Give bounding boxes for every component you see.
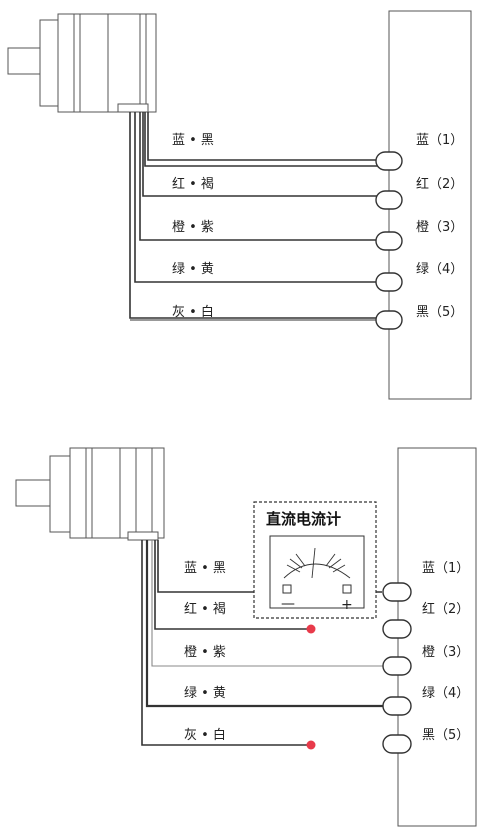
connectors-top (375, 151, 403, 330)
terminal-block-bottom (397, 447, 477, 827)
wire-label-bottom-4: 绿 • 黄 (184, 686, 226, 701)
wire-label-bottom-5: 灰 • 白 (184, 727, 226, 743)
wire-label-bottom-3: 橙 • 紫 (184, 645, 226, 660)
ammeter-terminal-plus (342, 584, 352, 594)
connector-4-top (375, 272, 403, 292)
wire-blue-black-bottom (157, 540, 286, 593)
terminal-label-top-5: 黑（5） (416, 305, 463, 320)
wire-label-top-2: 红 • 褐 (172, 176, 214, 192)
wire-gray-white-bottom (141, 540, 310, 746)
wire-green-yellow-bottom (145, 540, 384, 708)
terminal-label-bottom-2: 红（2） (422, 601, 469, 617)
wire-red-brown-bottom (154, 540, 310, 630)
terminal-label-bottom-1: 蓝（1） (422, 561, 469, 576)
connector-3-bottom (382, 656, 412, 676)
connector-5-bottom (382, 734, 412, 754)
wire-label-top-5: 灰 • 白 (172, 304, 214, 320)
ammeter-plus-symbol: + (341, 597, 353, 613)
wire-label-top-4: 绿 • 黄 (172, 262, 214, 277)
wire-green-yellow-top (134, 112, 378, 283)
terminal-label-top-2: 红（2） (416, 176, 463, 192)
connector-3-top (375, 231, 403, 251)
wire-label-bottom-2: 红 • 褐 (184, 601, 226, 617)
wire-label-bottom-1: 蓝 • 黑 (184, 561, 226, 576)
probe-tip-1 (306, 624, 316, 634)
dc-ammeter: 直流电流计 — + (253, 501, 377, 619)
probe-tip-2 (306, 740, 316, 750)
connectors-bottom (382, 582, 412, 754)
wires-top (129, 112, 378, 321)
terminal-label-top-3: 橙（3） (416, 220, 463, 235)
wire-orange-purple-top (139, 112, 378, 241)
connector-2-bottom (382, 619, 412, 639)
wire-label-top-1: 蓝 • 黑 (172, 133, 214, 148)
connector-2-top (375, 190, 403, 210)
wire-red-brown-top (142, 112, 378, 197)
bottom-diagram: 直流电流计 — + 蓝 • 黑 红 • 褐 橙 • 紫 绿 • 黄 灰 (15, 447, 477, 827)
wire-label-top-3: 橙 • 紫 (172, 220, 214, 235)
connector-1-bottom (382, 582, 412, 602)
ammeter-terminal-minus (282, 584, 292, 594)
top-diagram: 蓝 • 黑 红 • 褐 橙 • 紫 绿 • 黄 灰 • 白 蓝（1） 红（2） … (7, 10, 472, 400)
terminal-label-bottom-5: 黑（5） (422, 728, 469, 743)
connector-4-bottom (382, 696, 412, 716)
terminal-label-bottom-3: 橙（3） (422, 645, 469, 660)
ammeter-minus-symbol: — (281, 596, 295, 612)
stepper-motor-bottom (15, 447, 165, 541)
connector-1-top (375, 151, 403, 171)
terminal-label-top-4: 绿（4） (416, 262, 463, 277)
wire-gray-white-top (129, 112, 378, 319)
terminal-label-bottom-4: 绿（4） (422, 686, 469, 701)
ammeter-dial (283, 547, 351, 579)
terminal-label-top-1: 蓝（1） (416, 133, 463, 148)
connector-5-top (375, 310, 403, 330)
ammeter-body (269, 535, 365, 609)
stepper-motor-top (7, 13, 157, 113)
ammeter-title: 直流电流计 (266, 510, 341, 528)
wire-blue-black-top (147, 112, 378, 161)
wires-bottom (141, 540, 386, 746)
wire-orange-purple-bottom (151, 540, 386, 667)
